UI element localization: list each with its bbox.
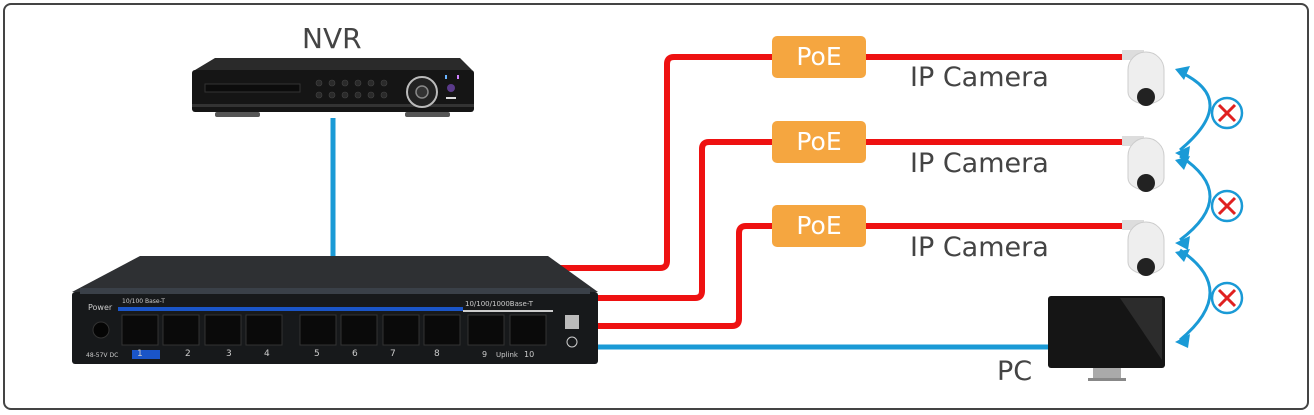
poe-badge-2: PoE: [772, 121, 866, 163]
poe-badge-1: PoE: [772, 36, 866, 78]
port-number-4: 4: [264, 349, 270, 359]
voltage-label: 48-57V DC: [86, 352, 119, 359]
port-number-1: 1: [137, 349, 143, 359]
port-number-7: 7: [390, 349, 396, 359]
port-number-3: 3: [226, 349, 232, 359]
ip-camera-2: [1122, 136, 1165, 192]
poe-link-3: [598, 223, 1125, 329]
blocked-arc-3: [1179, 248, 1212, 342]
diagram-frame: [3, 3, 1309, 410]
ip-camera-1: [1122, 50, 1165, 106]
camera-label-3: IP Camera: [910, 232, 1049, 263]
blocked-arc-1: [1179, 70, 1212, 152]
port-number-5: 5: [314, 349, 320, 359]
block-x-icon-2: [1210, 189, 1244, 223]
port-number-2: 2: [185, 349, 191, 359]
pc-label: PC: [997, 356, 1033, 387]
power-label: Power: [88, 303, 113, 312]
nvr-device: [192, 58, 474, 117]
pc-monitor: [1048, 296, 1165, 381]
block-x-icon-1: [1210, 96, 1244, 130]
poe-switch: [72, 256, 598, 364]
port-number-8: 8: [434, 349, 440, 359]
poe-badge-3: PoE: [772, 205, 866, 247]
rj45-ports: [121, 314, 547, 346]
camera-label-1: IP Camera: [910, 62, 1049, 93]
ip-camera-3: [1122, 220, 1165, 276]
fast-ports-label: 10/100 Base-T: [122, 298, 165, 305]
port-number-6: 6: [352, 349, 358, 359]
gig-ports-label: 10/100/1000Base-T: [465, 300, 534, 308]
blocked-arc-2: [1179, 154, 1212, 242]
poe-link-1: [548, 54, 1125, 271]
block-x-icon-3: [1210, 281, 1244, 315]
nvr-label: NVR: [302, 22, 362, 55]
uplink-label: Uplink: [496, 351, 518, 359]
port-number-10: 10: [524, 350, 535, 359]
poe-link-2: [598, 139, 1125, 301]
camera-label-2: IP Camera: [910, 148, 1049, 179]
port-number-9: 9: [482, 350, 488, 359]
